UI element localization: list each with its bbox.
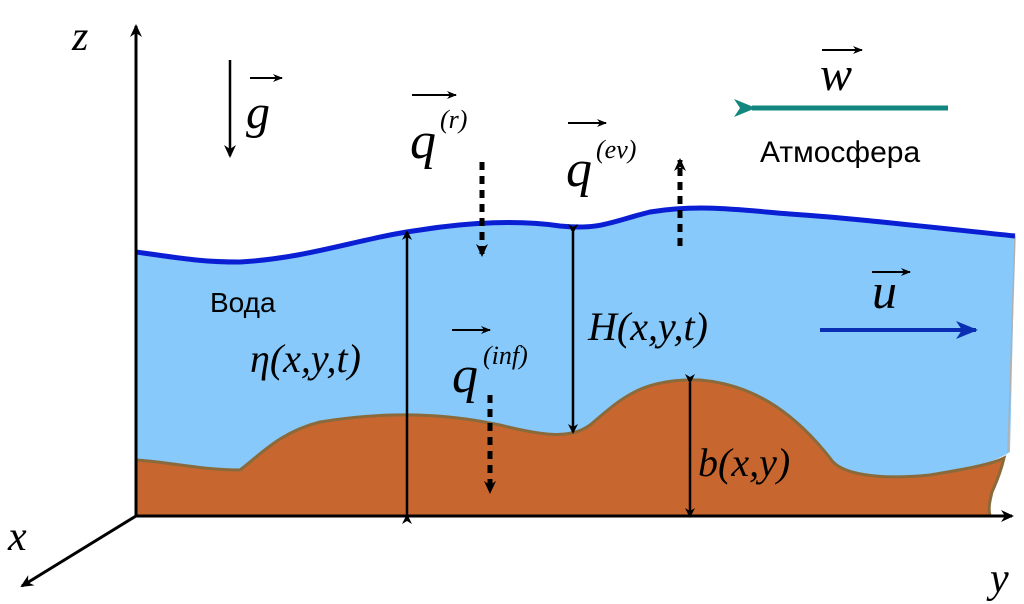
eta-label: η(x,y,t) — [250, 336, 361, 381]
gravity-label: g — [246, 86, 270, 139]
rain-q-label: q — [410, 113, 436, 170]
x-axis — [20, 514, 137, 588]
atmosphere-label: Атмосфера — [760, 136, 920, 169]
rain-sup-label: (r) — [440, 105, 467, 134]
x-axis-label: x — [7, 514, 27, 560]
y-axis-label: y — [986, 556, 1009, 602]
water-right-edge — [1007, 235, 1016, 453]
water-surface-line — [135, 205, 1016, 265]
infil-sup-label: (inf) — [483, 341, 528, 370]
soil-region — [134, 378, 1007, 518]
bottom-label: b(x,y) — [698, 440, 790, 485]
flow-label: u — [872, 263, 897, 319]
evap-q-label: q — [566, 141, 592, 198]
water-label: Вода — [210, 287, 276, 318]
depth-label: H(x,y,t) — [587, 304, 708, 349]
z-axis-label: z — [71, 14, 88, 60]
wind-label: w — [820, 48, 852, 101]
infil-q-label: q — [452, 347, 478, 404]
evap-sup-label: (ev) — [596, 135, 636, 164]
